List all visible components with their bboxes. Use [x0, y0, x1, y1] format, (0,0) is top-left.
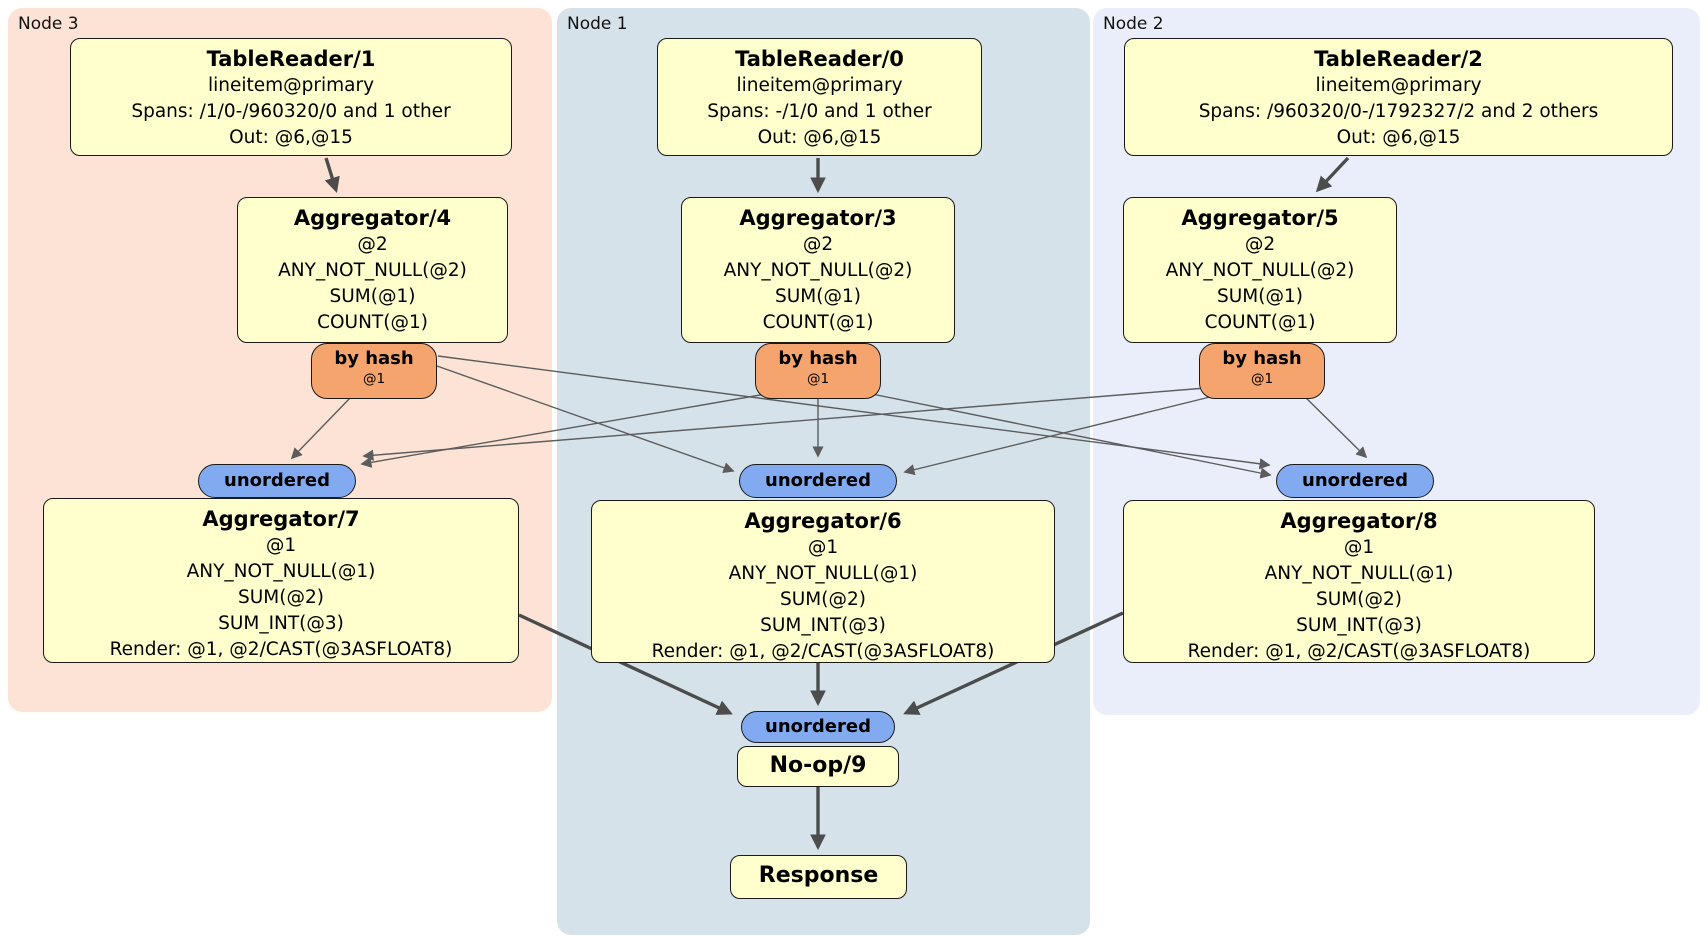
operator-aggregator-3: Aggregator/3 @2 ANY_NOT_NULL(@2) SUM(@1)… — [681, 197, 955, 343]
operator-aggregator-6: Aggregator/6 @1 ANY_NOT_NULL(@1) SUM(@2)… — [591, 500, 1055, 663]
edge-tr1-agg4 — [324, 157, 340, 193]
operator-line: Out: @6,@15 — [1336, 127, 1461, 148]
operator-title: Aggregator/4 — [293, 206, 452, 230]
edge-hash3-un8 — [871, 393, 1272, 479]
operator-line: @2 — [1244, 234, 1276, 255]
operator-tablereader-0: TableReader/0 lineitem@primary Spans: -/… — [657, 38, 982, 156]
router-label: by hash — [1222, 348, 1302, 369]
operator-line: SUM(@2) — [238, 587, 324, 608]
operator-noop-9: No-op/9 — [737, 746, 899, 787]
operator-line: SUM_INT(@3) — [1296, 615, 1422, 636]
node1-label: Node 1 — [567, 14, 628, 34]
edge-agg7-unordered — [518, 613, 733, 715]
edge-hash4-un7 — [290, 395, 353, 460]
edge-tr2-agg5 — [1315, 156, 1350, 193]
operator-line: Render: @1, @2/CAST(@3ASFLOAT8) — [109, 639, 453, 660]
operator-line: SUM_INT(@3) — [218, 613, 344, 634]
edge-hash5-un8 — [1299, 391, 1368, 459]
operator-line: SUM_INT(@3) — [760, 615, 886, 636]
operator-response: Response — [730, 855, 907, 899]
operator-line: Out: @6,@15 — [757, 127, 882, 148]
operator-title: No-op/9 — [769, 753, 867, 778]
operator-line: @1 — [1343, 537, 1375, 558]
operator-line: Spans: -/1/0 and 1 other — [707, 101, 932, 122]
operator-line: ANY_NOT_NULL(@1) — [1264, 563, 1454, 584]
operator-line: COUNT(@1) — [317, 312, 428, 333]
operator-line: ANY_NOT_NULL(@1) — [728, 563, 918, 584]
sync-unordered-6: unordered — [739, 464, 897, 498]
operator-line: Render: @1, @2/CAST(@3ASFLOAT8) — [1187, 641, 1531, 662]
operator-aggregator-8: Aggregator/8 @1 ANY_NOT_NULL(@1) SUM(@2)… — [1123, 500, 1595, 663]
operator-line: SUM(@1) — [329, 286, 416, 307]
operator-title: Aggregator/3 — [739, 206, 897, 230]
edge-agg8-unordered — [903, 611, 1124, 715]
operator-line: SUM(@1) — [775, 286, 861, 307]
operator-line: Spans: /960320/0-/1792327/2 and 2 others — [1198, 101, 1599, 122]
thick-edges — [324, 156, 1350, 851]
operator-line: lineitem@primary — [207, 75, 375, 96]
operator-line: SUM(@2) — [1316, 589, 1402, 610]
sync-unordered-8: unordered — [1276, 464, 1434, 498]
operator-line: lineitem@primary — [1315, 75, 1482, 96]
operator-title: TableReader/0 — [735, 47, 904, 71]
operator-line: ANY_NOT_NULL(@2) — [723, 260, 913, 281]
operator-line: COUNT(@1) — [762, 312, 874, 333]
operator-aggregator-5: Aggregator/5 @2 ANY_NOT_NULL(@2) SUM(@1)… — [1123, 197, 1397, 343]
operator-aggregator-7: Aggregator/7 @1 ANY_NOT_NULL(@1) SUM(@2)… — [43, 498, 519, 663]
node2-label: Node 2 — [1103, 14, 1164, 34]
operator-title: Aggregator/8 — [1280, 509, 1438, 533]
operator-title: Aggregator/5 — [1181, 206, 1339, 230]
sync-unordered-final: unordered — [741, 711, 895, 743]
edge-hash3-un7 — [360, 393, 767, 468]
router-sub-label: @1 — [1250, 371, 1274, 387]
router-by-hash-5: by hash @1 — [1199, 343, 1325, 399]
router-label: by hash — [334, 348, 414, 369]
operator-line: @1 — [265, 535, 297, 556]
operator-line: Render: @1, @2/CAST(@3ASFLOAT8) — [651, 641, 995, 662]
operator-tablereader-1: TableReader/1 lineitem@primary Spans: /1… — [70, 38, 512, 156]
operator-title: TableReader/1 — [206, 47, 376, 71]
operator-line: COUNT(@1) — [1204, 312, 1316, 333]
operator-line: SUM(@2) — [780, 589, 866, 610]
operator-line: @1 — [807, 537, 839, 558]
router-by-hash-3: by hash @1 — [755, 343, 881, 399]
router-by-hash-4: by hash @1 — [311, 343, 437, 399]
operator-line: ANY_NOT_NULL(@2) — [278, 260, 467, 281]
sync-unordered-7: unordered — [198, 464, 356, 498]
operator-line: @2 — [357, 234, 388, 255]
operator-line: Out: @6,@15 — [229, 127, 353, 148]
operator-line: ANY_NOT_NULL(@2) — [1165, 260, 1355, 281]
router-sub-label: @1 — [362, 371, 386, 387]
operator-line: Spans: /1/0-/960320/0 and 1 other — [131, 101, 451, 122]
operator-line: @2 — [802, 234, 834, 255]
operator-line: ANY_NOT_NULL(@1) — [186, 561, 376, 582]
operator-title: Aggregator/7 — [202, 507, 360, 531]
operator-title: TableReader/2 — [1314, 47, 1483, 71]
edge-hash4-un6 — [436, 365, 735, 474]
edge-hash5-un7 — [362, 387, 1207, 461]
thin-edges — [290, 355, 1368, 479]
operator-title: Response — [758, 863, 879, 888]
router-label: by hash — [778, 348, 858, 369]
router-sub-label: @1 — [806, 371, 830, 387]
operator-line: SUM(@1) — [1217, 286, 1303, 307]
operator-tablereader-2: TableReader/2 lineitem@primary Spans: /9… — [1124, 38, 1673, 156]
operator-line: lineitem@primary — [736, 75, 903, 96]
operator-aggregator-4: Aggregator/4 @2 ANY_NOT_NULL(@2) SUM(@1)… — [237, 197, 508, 343]
node3-label: Node 3 — [18, 14, 79, 34]
operator-title: Aggregator/6 — [744, 509, 902, 533]
edge-hash5-un6 — [903, 395, 1215, 476]
